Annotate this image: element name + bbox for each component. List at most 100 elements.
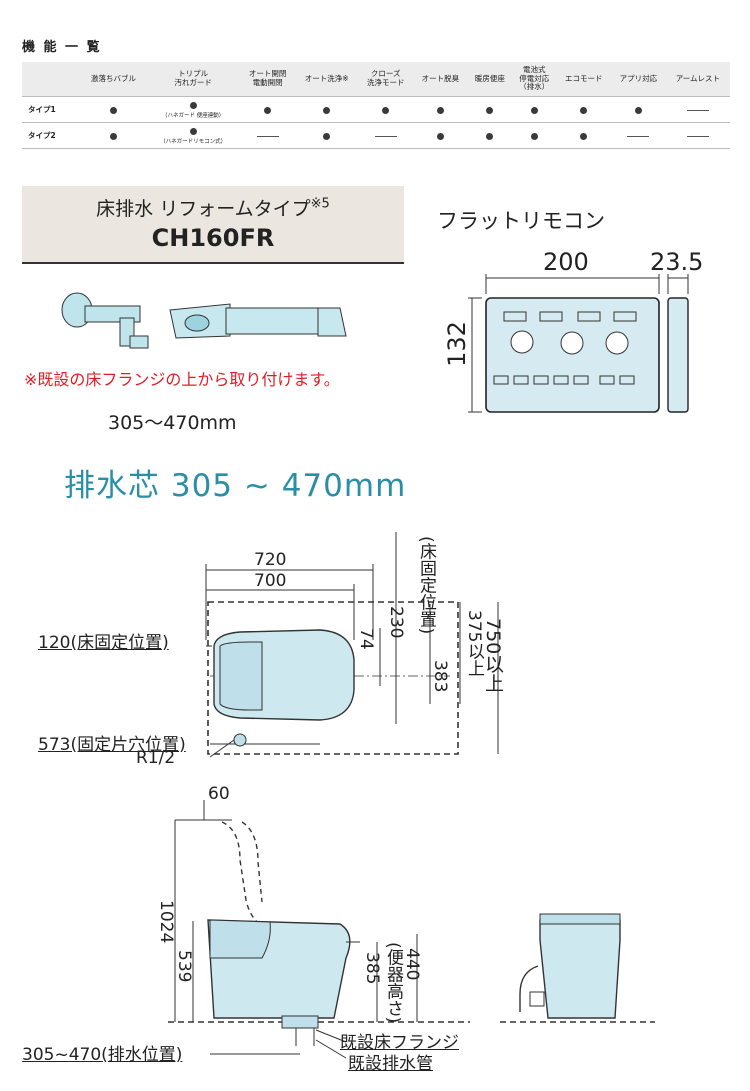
model-code: CH160FR [151,224,275,252]
feature-cell [81,96,147,123]
dim-375-min: 375以上 [464,610,484,677]
model-header-box: 床排水 リフォームタイプ※5 CH160FR [22,186,404,264]
available-dot [436,132,444,140]
remote-width-label: 200 [543,248,589,276]
feature-col-header: オート開閉 電動開閉 [240,62,295,97]
feature-cell [294,122,359,149]
top-view-drawing [205,532,499,758]
available-dot [189,128,197,135]
feature-cell [611,96,666,123]
dim-230: 230 [386,606,406,639]
remote-depth-label: 23.5 [650,248,704,276]
not-available-dash [374,135,397,137]
reform-note: ※既設の床フランジの上から取り付けます。 [24,370,340,389]
feature-cell-note: （ハネガードリモコン式） [160,138,227,145]
feature-col-header: 暖房便座 [467,62,513,97]
feature-col-header: オート洗浄※ [294,62,359,97]
dim-230-note: (床固定位置) [416,536,436,635]
dim-385: 385 [362,952,382,985]
feature-cell [240,122,295,149]
feature-cell [665,122,730,149]
remote-height-label: 132 [442,321,471,367]
feature-col-header: 激落ちバブル [81,62,147,97]
feature-cell-note: （ハネガード 便座連動） [162,112,225,119]
feature-col-header: クローズ 洗浄モード [358,62,414,97]
available-dot [323,106,331,114]
feature-cell [512,96,557,123]
dim-750-min: 750以上 [482,618,504,693]
available-dot [634,106,642,114]
side-view-drawing [168,800,470,1059]
features-header-blank [22,62,81,97]
dim-440: 440 [402,948,422,981]
not-available-dash [686,135,709,137]
dim-1024: 1024 [156,900,176,944]
feature-cell: （ハネガードリモコン式） [146,122,241,149]
features-table: 激落ちバブル トリプル 汚れガード オート開閉 電動開閉 オート洗浄※ クローズ… [22,62,730,149]
dim-700: 700 [254,571,287,591]
label-r12: R1/2 [136,748,176,768]
available-dot [323,132,331,140]
feature-cell [556,96,612,123]
available-dot [264,106,272,114]
flat-remote-drawing [468,274,689,413]
remote-title: フラットリモコン [437,209,605,233]
feature-cell [556,122,612,149]
model-subtitle-note: ※5 [310,196,330,212]
not-available-dash [627,135,650,137]
feature-cell [467,96,513,123]
available-dot [486,132,494,140]
feature-cell [413,96,468,123]
feature-cell [413,122,468,149]
feature-col-header: アプリ対応 [611,62,666,97]
available-dot [382,106,390,114]
feature-row: タイプ2 （ハネガードリモコン式） [22,122,730,149]
feature-row: タイプ1 （ハネガード 便座連動） [22,96,730,123]
available-dot [189,102,197,109]
dim-385-note: (便器高さ) [383,942,403,1024]
dim-74: 74 [356,628,376,650]
dim-720: 720 [254,550,287,570]
model-subtitle: 床排水 リフォームタイプ※5 [96,196,330,220]
available-dot [486,106,494,114]
available-dot [110,132,118,140]
available-dot [530,106,538,114]
feature-cell [81,122,147,149]
feature-col-header: 電池式 停電対応 （排水） [512,62,557,97]
label-drain-position: 305~470(排水位置) [22,1045,183,1065]
feature-cell [611,122,666,149]
feature-cell [358,122,414,149]
feature-row-label: タイプ1 [22,96,81,123]
label-existing-drain-pipe: 既設排水管 [348,1054,433,1074]
dim-383: 383 [430,660,450,693]
feature-col-header: エコモード [556,62,612,97]
dim-539: 539 [174,950,194,983]
features-header-row: 激落ちバブル トリプル 汚れガード オート開閉 電動開閉 オート洗浄※ クローズ… [22,62,730,97]
available-dot [580,106,588,114]
label-existing-flange: 既設床フランジ [340,1033,459,1053]
feature-col-header: トリプル 汚れガード [146,62,241,97]
feature-cell [512,122,557,149]
feature-cell [294,96,359,123]
available-dot [436,106,444,114]
label-573-fix-hole: 573(固定片穴位置) [38,735,186,755]
label-120-floor-fix: 120(床固定位置) [38,633,169,653]
feature-cell [665,96,730,123]
available-dot [580,132,588,140]
not-available-dash [256,135,279,137]
front-view-drawing [500,913,655,1023]
available-dot [110,106,118,114]
not-available-dash [686,109,709,111]
feature-cell [358,96,414,123]
feature-cell: （ハネガード 便座連動） [146,96,241,123]
available-dot [530,132,538,140]
drain-range-text: 305〜470mm [108,412,237,434]
feature-col-header: アームレスト [665,62,730,97]
dim-60: 60 [208,784,230,804]
parts-illustration [61,292,347,349]
feature-cell [467,122,513,149]
feature-cell [240,96,295,123]
feature-row-label: タイプ2 [22,122,81,149]
drain-center-title: 排水芯 305 ~ 470mm [64,468,407,504]
